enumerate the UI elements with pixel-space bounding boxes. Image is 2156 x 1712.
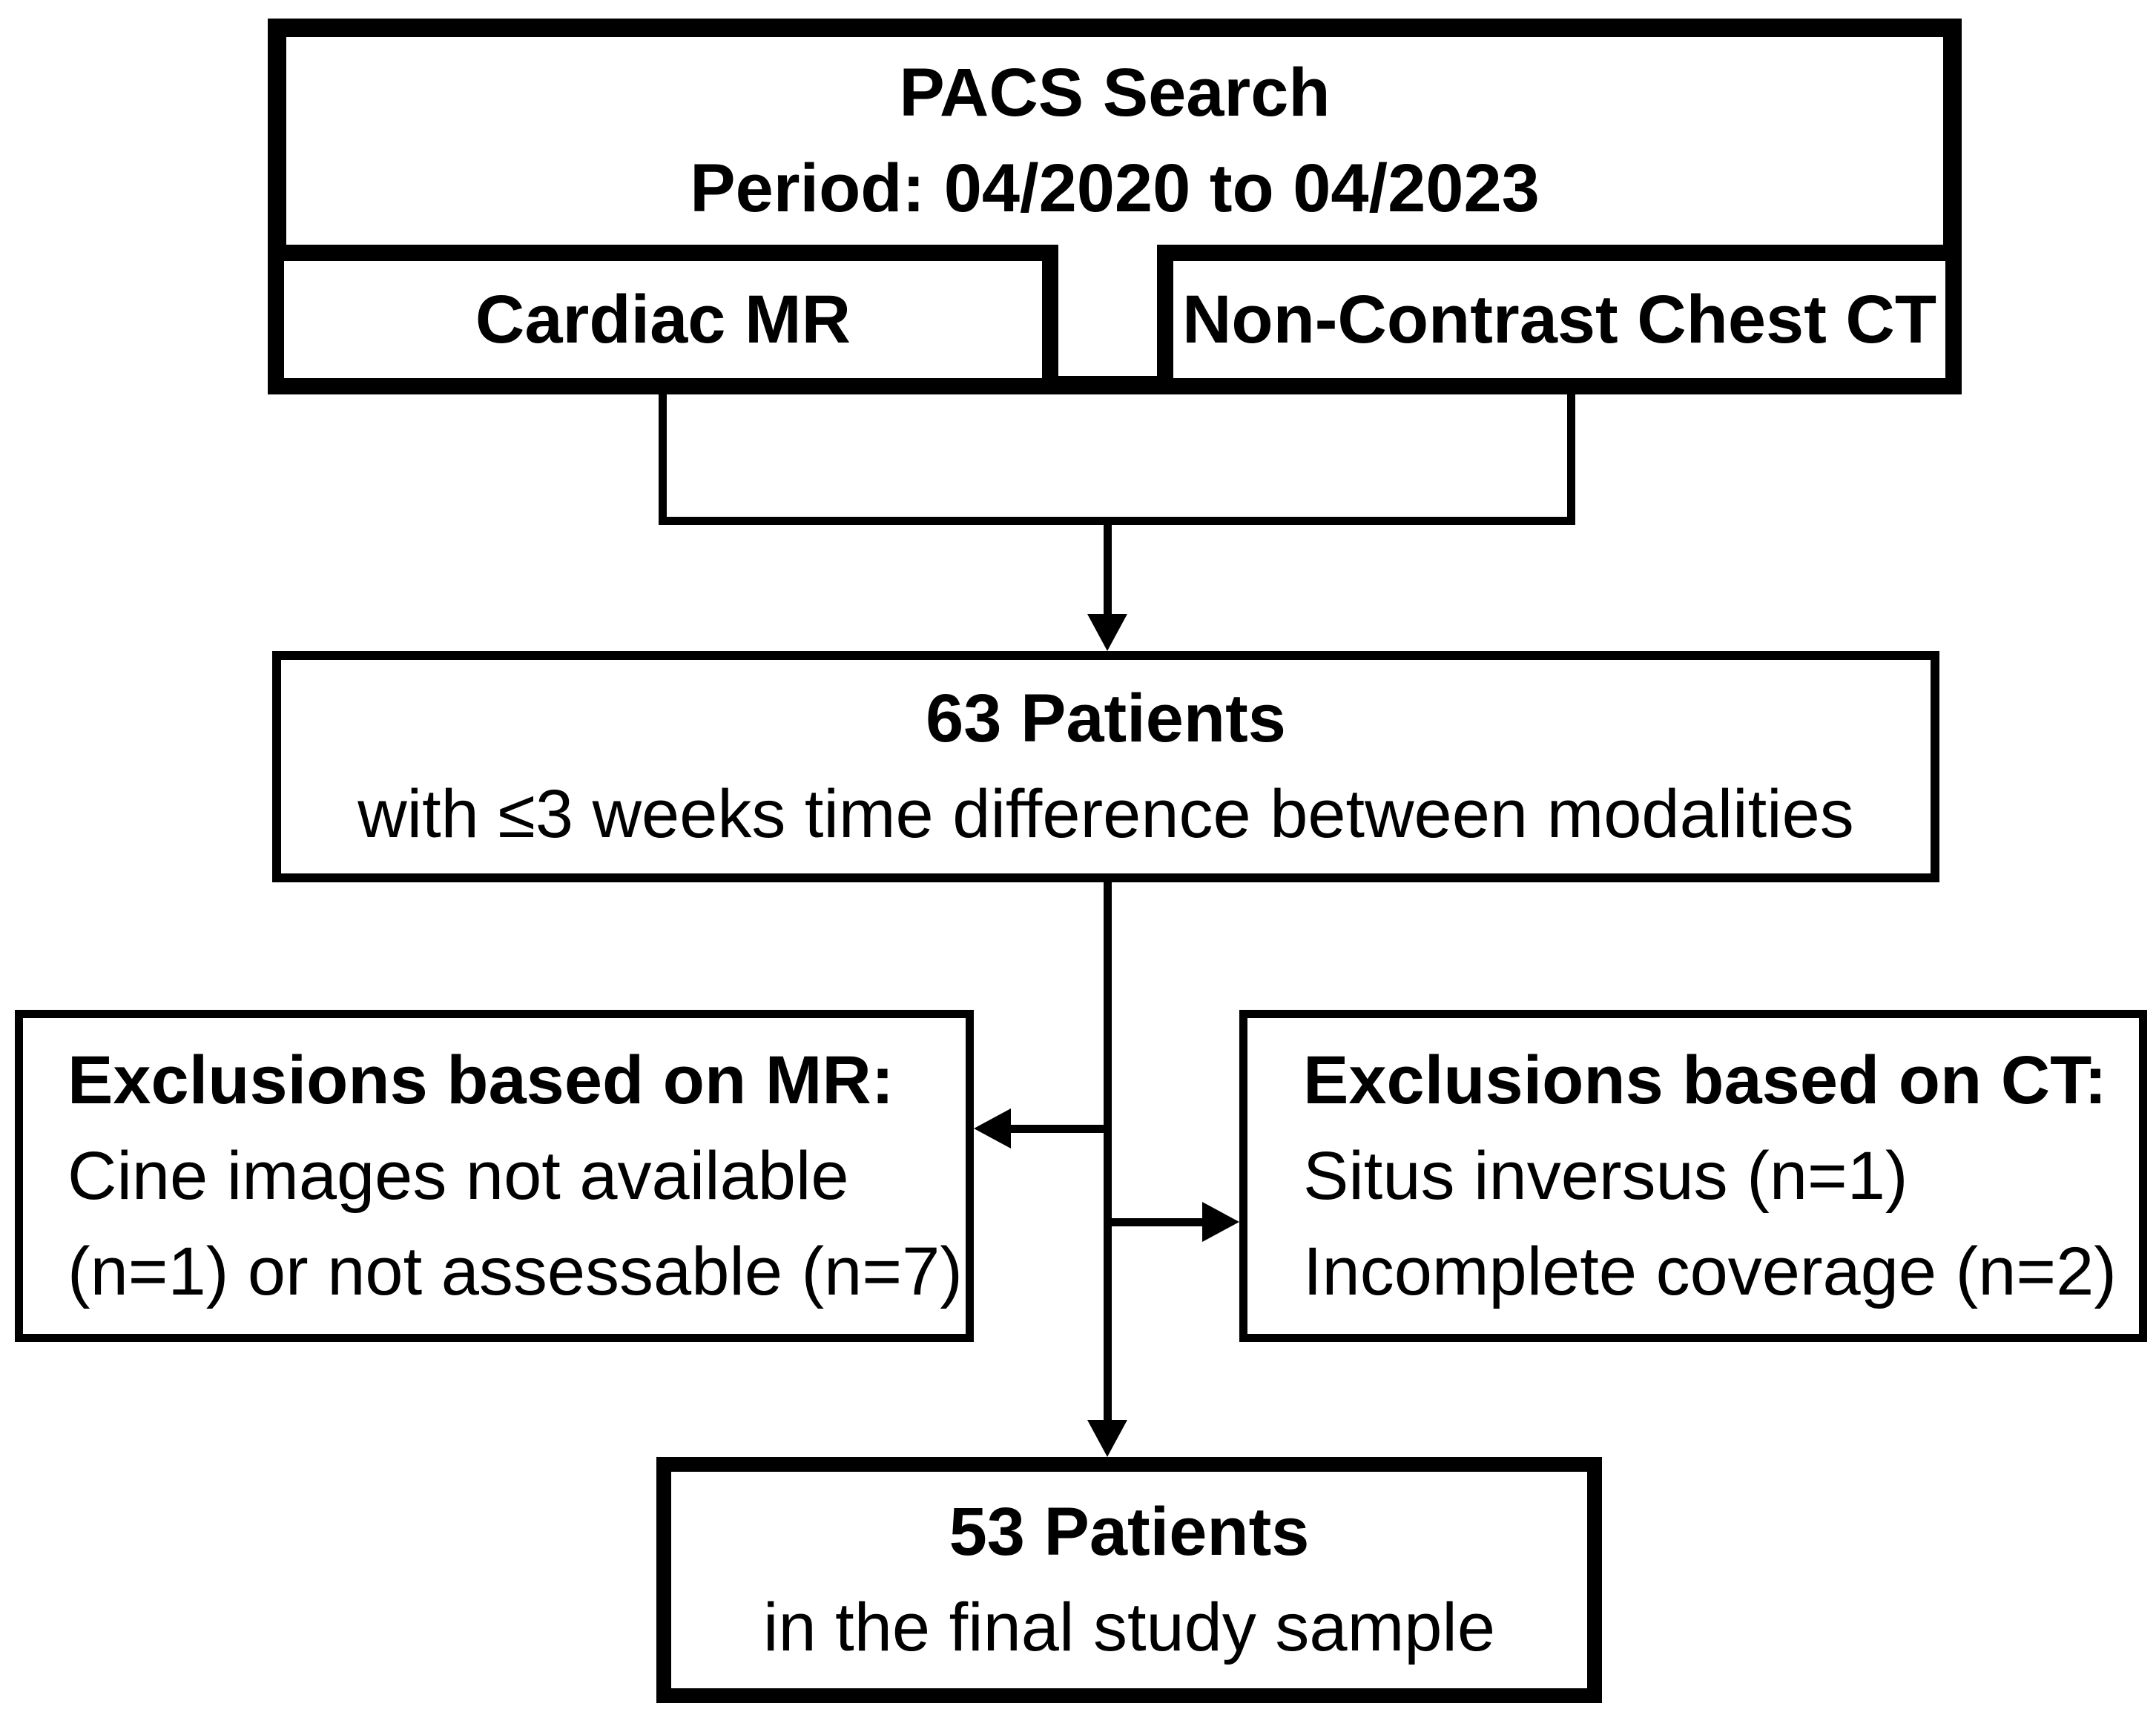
- patients-63-box: 63 Patients with ≤3 weeks time differenc…: [272, 651, 1939, 882]
- arrowhead-down-to-53-icon: [1087, 1420, 1127, 1457]
- cardiac-mr-label: Cardiac MR: [475, 281, 851, 357]
- patients-53-count: 53 Patients: [949, 1494, 1310, 1570]
- exclusions-ct-box: Exclusions based on CT: Situs inversus (…: [1239, 1010, 2147, 1342]
- connector-merge-line: [659, 517, 1575, 525]
- patients-63-criteria: with ≤3 weeks time difference between mo…: [357, 776, 1854, 852]
- connector-to-exclusions-mr-line: [1007, 1125, 1112, 1133]
- exclusions-mr-reason-2: (n=1) or not assessable (n=7): [67, 1233, 963, 1309]
- patients-63-count: 63 Patients: [926, 681, 1286, 756]
- pacs-search-period: Period: 04/2020 to 04/2023: [690, 151, 1540, 226]
- patients-53-box: 53 Patients in the final study sample: [656, 1457, 1602, 1703]
- pacs-search-title: PACS Search: [899, 55, 1331, 130]
- exclusions-mr-title: Exclusions based on MR:: [67, 1042, 894, 1118]
- exclusions-ct-reason-2: Incomplete coverage (n=2): [1303, 1233, 2117, 1309]
- exclusions-ct-reason-1: Situs inversus (n=1): [1303, 1137, 1908, 1214]
- connector-mr-down-line: [659, 386, 667, 525]
- arrowhead-down-to-63-icon: [1087, 614, 1127, 651]
- connector-main-flow-line: [1104, 882, 1112, 1421]
- exclusions-mr-box: Exclusions based on MR: Cine images not …: [15, 1010, 974, 1342]
- chest-ct-box: Non-Contrast Chest CT: [1157, 245, 1962, 394]
- connector-to-exclusions-ct-line: [1112, 1218, 1205, 1226]
- arrowhead-right-to-exclusions-ct-icon: [1202, 1202, 1239, 1242]
- patients-53-description: in the final study sample: [763, 1590, 1495, 1665]
- arrowhead-left-to-exclusions-mr-icon: [974, 1108, 1011, 1149]
- cardiac-mr-box: Cardiac MR: [268, 245, 1058, 394]
- pacs-search-text: PACS Search Period: 04/2020 to 04/2023: [286, 37, 1943, 245]
- connector-to-63-line: [1104, 517, 1112, 617]
- connector-ct-down-line: [1567, 386, 1575, 525]
- chest-ct-label: Non-Contrast Chest CT: [1181, 281, 1937, 357]
- exclusions-mr-reason-1: Cine images not available: [67, 1137, 849, 1214]
- exclusions-ct-title: Exclusions based on CT:: [1303, 1042, 2107, 1118]
